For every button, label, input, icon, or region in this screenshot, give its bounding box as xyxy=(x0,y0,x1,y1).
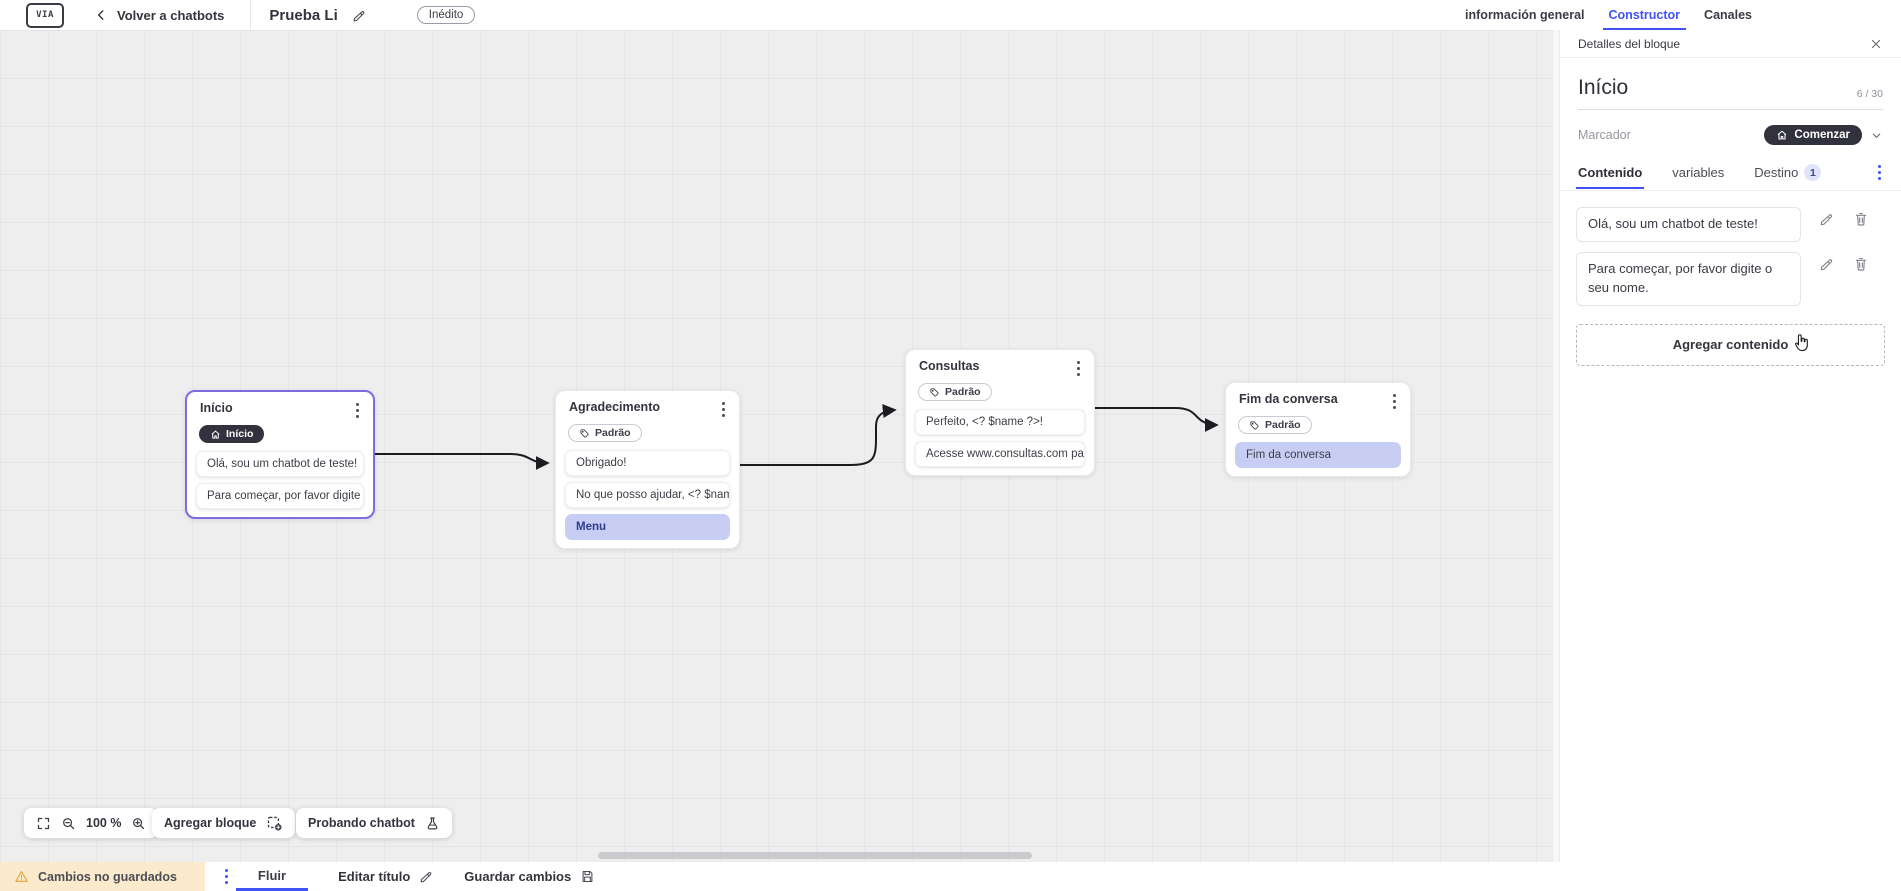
back-to-chatbots-button[interactable]: Volver a chatbots xyxy=(94,8,224,23)
block-message-card[interactable]: No que posso ajudar, <? $name ... xyxy=(565,481,730,508)
zoom-in-icon[interactable] xyxy=(131,816,146,831)
kebab-menu-icon[interactable] xyxy=(1874,163,1885,182)
connector-agradecimento-consultas xyxy=(740,404,897,466)
zoom-toolbar: 100 % xyxy=(24,808,159,838)
horizontal-scrollbar[interactable] xyxy=(598,852,1032,859)
tag-icon xyxy=(579,428,590,439)
block-title: Agradecimento xyxy=(569,400,660,414)
flask-icon xyxy=(425,816,440,831)
bottom-bar: Cambios no guardados Fluir Editar título… xyxy=(0,862,1560,891)
flow-block-consultas[interactable]: Consultas Padrão Perfeito, <? $name ?>! … xyxy=(905,349,1095,476)
tag-icon xyxy=(929,387,940,398)
trash-icon[interactable] xyxy=(1853,256,1869,272)
name-char-counter: 6 / 30 xyxy=(1856,88,1883,100)
block-type-badge: Padrão xyxy=(918,383,992,401)
block-title: Início xyxy=(200,401,233,415)
back-chevron-icon xyxy=(94,8,108,22)
zoom-out-icon[interactable] xyxy=(61,816,76,831)
block-type-badge: Padrão xyxy=(1238,416,1312,434)
tag-icon xyxy=(1249,420,1260,431)
connector-inicio-agradecimento xyxy=(375,453,550,470)
close-icon[interactable] xyxy=(1869,37,1883,51)
block-details-panel: Detalles del bloque Início 6 / 30 Marcad… xyxy=(1560,30,1901,891)
chevron-down-icon xyxy=(1870,129,1883,142)
kebab-menu-icon[interactable] xyxy=(1073,359,1084,378)
content-text-card[interactable]: Olá, sou um chatbot de teste! xyxy=(1576,207,1801,242)
kebab-menu-icon[interactable] xyxy=(718,400,729,419)
block-message-card[interactable]: Para começar, por favor digite o ... xyxy=(196,482,364,509)
block-message-card[interactable]: Obrigado! xyxy=(565,449,730,476)
topbar-divider xyxy=(250,0,252,30)
tab-variables[interactable]: variables xyxy=(1672,165,1725,180)
test-chatbot-button[interactable]: Probando chatbot xyxy=(296,808,452,838)
block-type-badge: Padrão xyxy=(568,424,642,442)
panel-title: Detalles del bloque xyxy=(1578,36,1681,51)
status-badge: Inédito xyxy=(416,6,476,24)
chatbot-title: Prueba Li xyxy=(269,6,338,24)
fullscreen-icon[interactable] xyxy=(36,816,51,831)
tab-fluir[interactable]: Fluir xyxy=(235,862,309,891)
content-text-card[interactable]: Para começar, por favor digite o seu nom… xyxy=(1576,251,1801,306)
edit-pencil-icon[interactable] xyxy=(1819,256,1835,272)
save-changes-button[interactable]: Guardar cambios xyxy=(464,862,595,891)
block-menu-card[interactable]: Menu xyxy=(565,513,730,540)
marker-select[interactable]: Comenzar xyxy=(1764,125,1883,145)
edit-title-pencil-icon[interactable] xyxy=(352,8,367,23)
trash-icon[interactable] xyxy=(1853,211,1869,227)
save-icon xyxy=(580,869,595,884)
marker-value-pill: Comenzar xyxy=(1764,125,1862,145)
home-icon xyxy=(210,429,221,440)
marker-label: Marcador xyxy=(1578,128,1631,142)
edit-pencil-icon xyxy=(419,869,434,884)
flow-block-inicio[interactable]: Início Início Olá, sou um chatbot de tes… xyxy=(185,390,375,519)
block-name-input[interactable]: Início 6 / 30 xyxy=(1578,76,1883,110)
content-item: Olá, sou um chatbot de teste! xyxy=(1576,207,1885,242)
zoom-level: 100 % xyxy=(86,816,122,830)
add-block-label: Agregar bloque xyxy=(164,816,257,830)
block-title: Consultas xyxy=(919,359,980,373)
add-content-button[interactable]: Agregar contenido xyxy=(1576,323,1885,366)
vertical-scrollbar-track[interactable] xyxy=(1552,30,1560,862)
tab-canales[interactable]: Canales xyxy=(1704,8,1752,22)
destino-count-badge: 1 xyxy=(1804,164,1822,181)
flow-block-fim-da-conversa[interactable]: Fim da conversa Padrão Fim da conversa xyxy=(1225,382,1411,477)
top-bar: VIA Volver a chatbots Prueba Li Inédito … xyxy=(0,0,1901,30)
block-message-card[interactable]: Olá, sou um chatbot de teste! xyxy=(196,450,364,477)
block-end-card[interactable]: Fim da conversa xyxy=(1235,441,1401,468)
block-name-value: Início xyxy=(1578,76,1629,99)
edit-pencil-icon[interactable] xyxy=(1819,211,1835,227)
block-message-card[interactable]: Perfeito, <? $name ?>! xyxy=(915,408,1085,435)
flow-canvas[interactable]: Início Início Olá, sou um chatbot de tes… xyxy=(0,30,1552,862)
unsaved-changes-badge: Cambios no guardados xyxy=(0,862,205,891)
add-block-button[interactable]: Agregar bloque xyxy=(152,808,296,838)
back-label: Volver a chatbots xyxy=(117,7,225,23)
block-message-card[interactable]: Acesse www.consultas.com par... xyxy=(915,440,1085,467)
content-item: Para começar, por favor digite o seu nom… xyxy=(1576,251,1885,306)
tab-informacion-general[interactable]: información general xyxy=(1465,8,1585,22)
kebab-menu-icon[interactable] xyxy=(352,401,363,420)
block-title: Fim da conversa xyxy=(1239,392,1338,406)
add-block-icon xyxy=(266,815,283,832)
warning-icon xyxy=(14,869,29,884)
tab-constructor[interactable]: Constructor xyxy=(1602,0,1686,30)
kebab-menu-icon[interactable] xyxy=(221,867,232,886)
tab-destino[interactable]: Destino 1 xyxy=(1752,155,1823,190)
app-logo: VIA xyxy=(26,2,64,28)
home-icon xyxy=(1776,129,1788,141)
panel-tabs: Contenido variables Destino 1 xyxy=(1560,149,1901,191)
kebab-menu-icon[interactable] xyxy=(1389,392,1400,411)
connector-consultas-fim xyxy=(1095,407,1219,432)
tab-contenido[interactable]: Contenido xyxy=(1576,156,1644,189)
main-tabs: información general Constructor Canales xyxy=(1463,0,1901,30)
flow-block-agradecimento[interactable]: Agradecimento Padrão Obrigado! No que po… xyxy=(555,390,740,549)
block-type-badge: Início xyxy=(199,425,265,443)
test-chatbot-label: Probando chatbot xyxy=(308,816,415,830)
edit-title-button[interactable]: Editar título xyxy=(338,862,434,891)
